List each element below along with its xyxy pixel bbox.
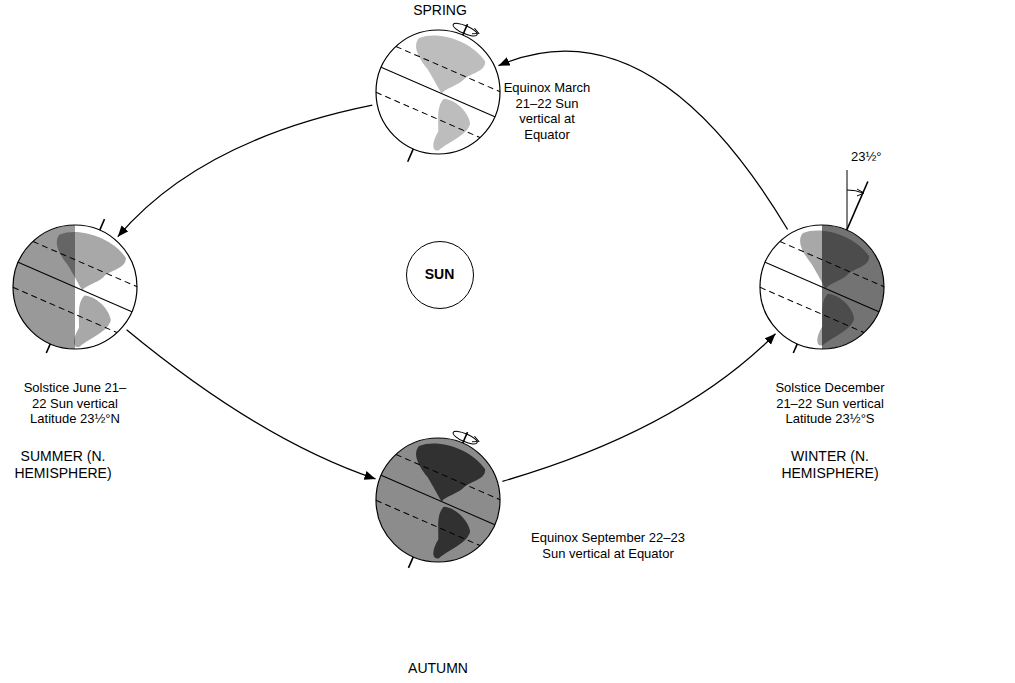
- season-heading: SUMMER (N. HEMISPHERE): [4, 448, 122, 482]
- sun-circle: SUN: [406, 241, 474, 309]
- date-note: Solstice December 21–22 Sun vertical Lat…: [772, 380, 888, 427]
- earth-globe: [352, 407, 525, 592]
- season-heading: AUTUMN: [398, 660, 478, 677]
- date-note: Equinox March 21–22 Sun vertical at Equa…: [502, 80, 592, 142]
- tilt-angle-marker: [847, 170, 864, 229]
- orbit-arrow: [502, 334, 775, 482]
- earth-globe: Equinox September 22–23 Sun vertical at …: [376, 438, 500, 562]
- date-note: Solstice June 21–22 Sun vertical Latitud…: [22, 380, 128, 427]
- date-note: Equinox September 22–23 Sun vertical at …: [528, 530, 688, 561]
- earth-globe: Solstice December 21–22 Sun vertical Lat…: [760, 225, 884, 349]
- earth-globe: [0, 194, 161, 377]
- earth-globe: Solstice June 21–22 Sun vertical Latitud…: [13, 225, 137, 349]
- earth-globe: SPRINGEquinox March 21–22 Sun vertical a…: [376, 30, 500, 154]
- orbit-arrow: [118, 105, 372, 237]
- season-heading: SPRING: [400, 2, 480, 19]
- sun-label: SUN: [425, 266, 455, 283]
- orbit-arrow: [499, 51, 788, 229]
- season-heading: WINTER (N. HEMISPHERE): [766, 448, 894, 482]
- orbit-arrow: [127, 330, 376, 479]
- angle-label: 23½°: [851, 149, 882, 165]
- earth-globe: [351, 0, 525, 186]
